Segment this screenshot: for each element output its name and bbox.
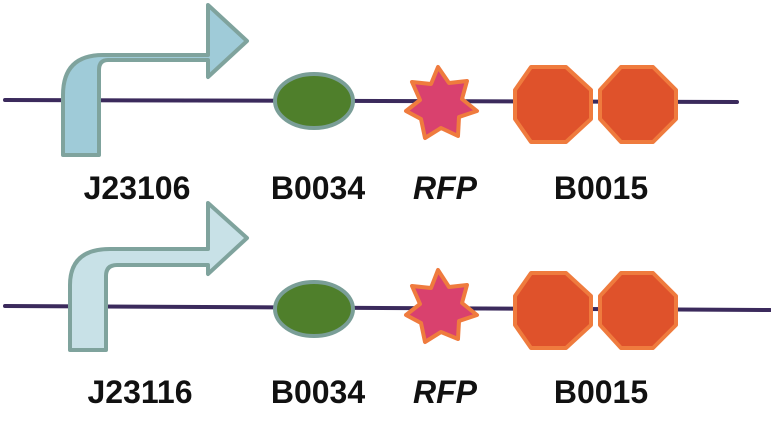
terminator-octagon-1a-icon — [513, 65, 593, 144]
terminator-label-2: B0015 — [553, 374, 649, 410]
terminator-octagon-2b-icon — [598, 271, 678, 350]
cds-star-2-icon — [404, 268, 479, 344]
cds-star-1-icon — [404, 65, 479, 140]
promoter-label-2: J23116 — [87, 374, 193, 410]
terminator-octagon-1b-icon — [598, 65, 678, 144]
rbs-label-2: B0034 — [270, 374, 366, 410]
construct-1 — [3, 3, 739, 157]
cds-label-2: RFP — [413, 374, 477, 410]
promoter-arrow-2-icon — [68, 201, 249, 352]
terminator-label-1: B0015 — [553, 170, 649, 206]
rbs-oval-1-icon — [273, 72, 355, 130]
promoter-arrow-1-icon — [61, 3, 249, 157]
terminator-octagon-2a-icon — [513, 271, 593, 350]
construct-2 — [3, 201, 771, 352]
rbs-label-1: B0034 — [270, 170, 366, 206]
rbs-oval-2-icon — [273, 280, 355, 338]
cds-label-1: RFP — [413, 170, 477, 206]
promoter-label-1: J23106 — [83, 170, 191, 206]
